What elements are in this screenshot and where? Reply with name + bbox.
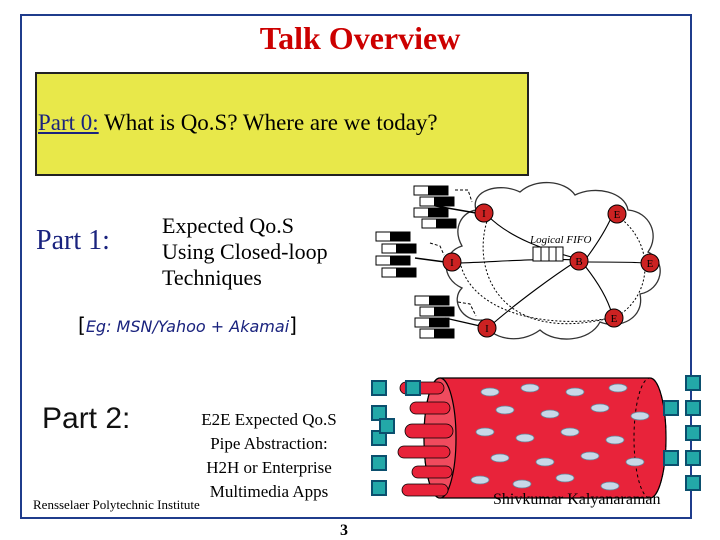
right-hosts — [663, 375, 701, 491]
ingress-label: I — [450, 257, 454, 269]
network-diagram: Logical FIFO I I I B E E E — [375, 181, 661, 340]
router-stack-1 — [413, 185, 457, 229]
part0-text: What is Qo.S? Where are we today? — [104, 110, 438, 135]
egress-label: E — [611, 313, 618, 325]
part0-line: Part 0: What is Qo.S? Where are we today… — [38, 110, 438, 136]
egress-node-1: E — [607, 204, 627, 224]
ingress-node-2: I — [442, 252, 462, 272]
part2-line-2: Pipe Abstraction: — [210, 434, 328, 453]
bracket-close: ] — [289, 313, 297, 337]
part1-line-3: Techniques — [162, 265, 262, 290]
page-number: 3 — [340, 522, 348, 539]
bottleneck-node: B — [569, 251, 589, 271]
egress-node-3: E — [604, 308, 624, 328]
part2-line-1: E2E Expected Qo.S — [201, 410, 337, 429]
ingress-node-1: I — [474, 203, 494, 223]
egress-label: E — [614, 209, 621, 221]
pipe-diagram — [371, 375, 701, 499]
part2-line-3: H2H or Enterprise — [206, 458, 332, 477]
part1-line-2: Using Closed-loop — [162, 239, 328, 264]
logical-fifo-label: Logical FIFO — [529, 234, 591, 246]
ingress-node-3: I — [477, 318, 497, 338]
part1-description: Expected Qo.S Using Closed-loop Techniqu… — [162, 213, 328, 291]
ingress-label: I — [482, 208, 486, 220]
part2-label: Part 2: — [42, 402, 131, 435]
example-text: Eg: MSN/Yahoo + Akamai — [85, 317, 290, 336]
bottleneck-label: B — [575, 256, 582, 268]
part2-description: E2E Expected Qo.S Pipe Abstraction: H2H … — [178, 408, 360, 504]
footer-institution: Rensselaer Polytechnic Institute — [33, 497, 200, 512]
part2-line-4: Multimedia Apps — [209, 482, 329, 501]
part0-highlight-box — [35, 72, 529, 176]
part0-label: Part 0: — [38, 110, 99, 135]
router-stack-3 — [414, 295, 455, 339]
egress-node-2: E — [640, 253, 660, 273]
part1-example: [Eg: MSN/Yahoo + Akamai] — [78, 313, 297, 337]
ingress-label: I — [485, 323, 489, 335]
slide-frame — [20, 14, 692, 519]
flow-blobs — [470, 383, 650, 491]
part1-label: Part 1: — [36, 225, 110, 256]
part1-line-1: Expected Qo.S — [162, 213, 294, 238]
left-hosts — [371, 380, 421, 496]
slide-title: Talk Overview — [259, 20, 461, 56]
footer-author: Shivkumar Kalyanaraman — [493, 491, 661, 508]
bracket-open: [ — [78, 313, 86, 337]
router-stack-2 — [375, 231, 417, 278]
egress-label: E — [647, 258, 654, 270]
big-pipe — [423, 377, 667, 499]
